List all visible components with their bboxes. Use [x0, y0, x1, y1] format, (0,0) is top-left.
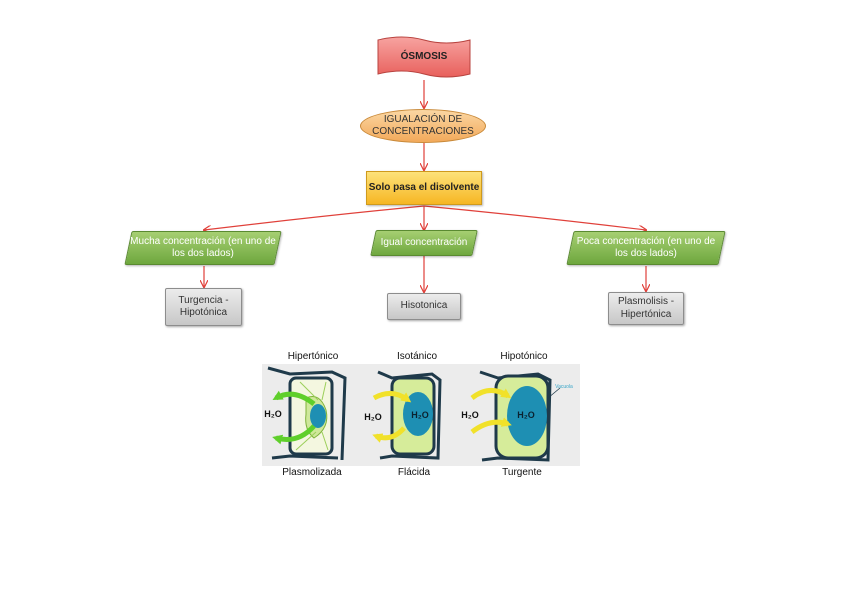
cell-flacida: [372, 370, 442, 460]
cell-2-bottom-label: Flácida: [398, 467, 431, 478]
condition-label: Poca concentración (en uno de los dos la…: [576, 235, 716, 260]
cell-2-water-label: H₂O: [364, 412, 382, 422]
cell-1-bottom-label: Plasmolizada: [282, 467, 342, 478]
cell-1-top-label: Hipertónico: [288, 351, 339, 362]
level1-node: IGUALACIÓN DE CONCENTRACIONES: [360, 109, 486, 143]
root-banner: ÓSMOSIS: [376, 36, 472, 80]
condition-label: Mucha concentración (en uno de los dos l…: [130, 235, 276, 260]
cell-3-inner-water-label: H₂O: [517, 410, 535, 420]
cell-1-water-label: H₂O: [264, 409, 282, 419]
cell-3-bottom-label: Turgente: [502, 467, 542, 478]
cell-plasmolizada: [267, 366, 347, 461]
condition-node-3: Poca concentración (en uno de los dos la…: [566, 231, 726, 265]
arrow-to-branch-3: [423, 205, 646, 230]
cell-3-water-label: H₂O: [461, 410, 479, 420]
root-label: ÓSMOSIS: [400, 50, 448, 62]
result-node-1: Turgencia - Hipotónica: [165, 288, 242, 326]
level2-node: Solo pasa el disolvente: [366, 171, 482, 205]
cell-turgente: [470, 370, 561, 462]
banner-shape: [377, 36, 471, 78]
cell-2-inner-water-label: H₂O: [411, 410, 429, 420]
cell-2-top-label: Isotánico: [397, 351, 437, 362]
cell-3-top-label: Hipotónico: [500, 351, 548, 362]
condition-label: Igual concentración: [380, 236, 468, 248]
arrow-to-branch-1: [204, 205, 425, 230]
result-node-2: Hisotonica: [387, 293, 461, 320]
vacuole-note: Vacuola: [555, 384, 573, 390]
result-node-3: Plasmolisis - Hipertónica: [608, 292, 684, 325]
condition-node-2: Igual concentración: [370, 230, 478, 256]
condition-node-1: Mucha concentración (en uno de los dos l…: [124, 231, 282, 265]
